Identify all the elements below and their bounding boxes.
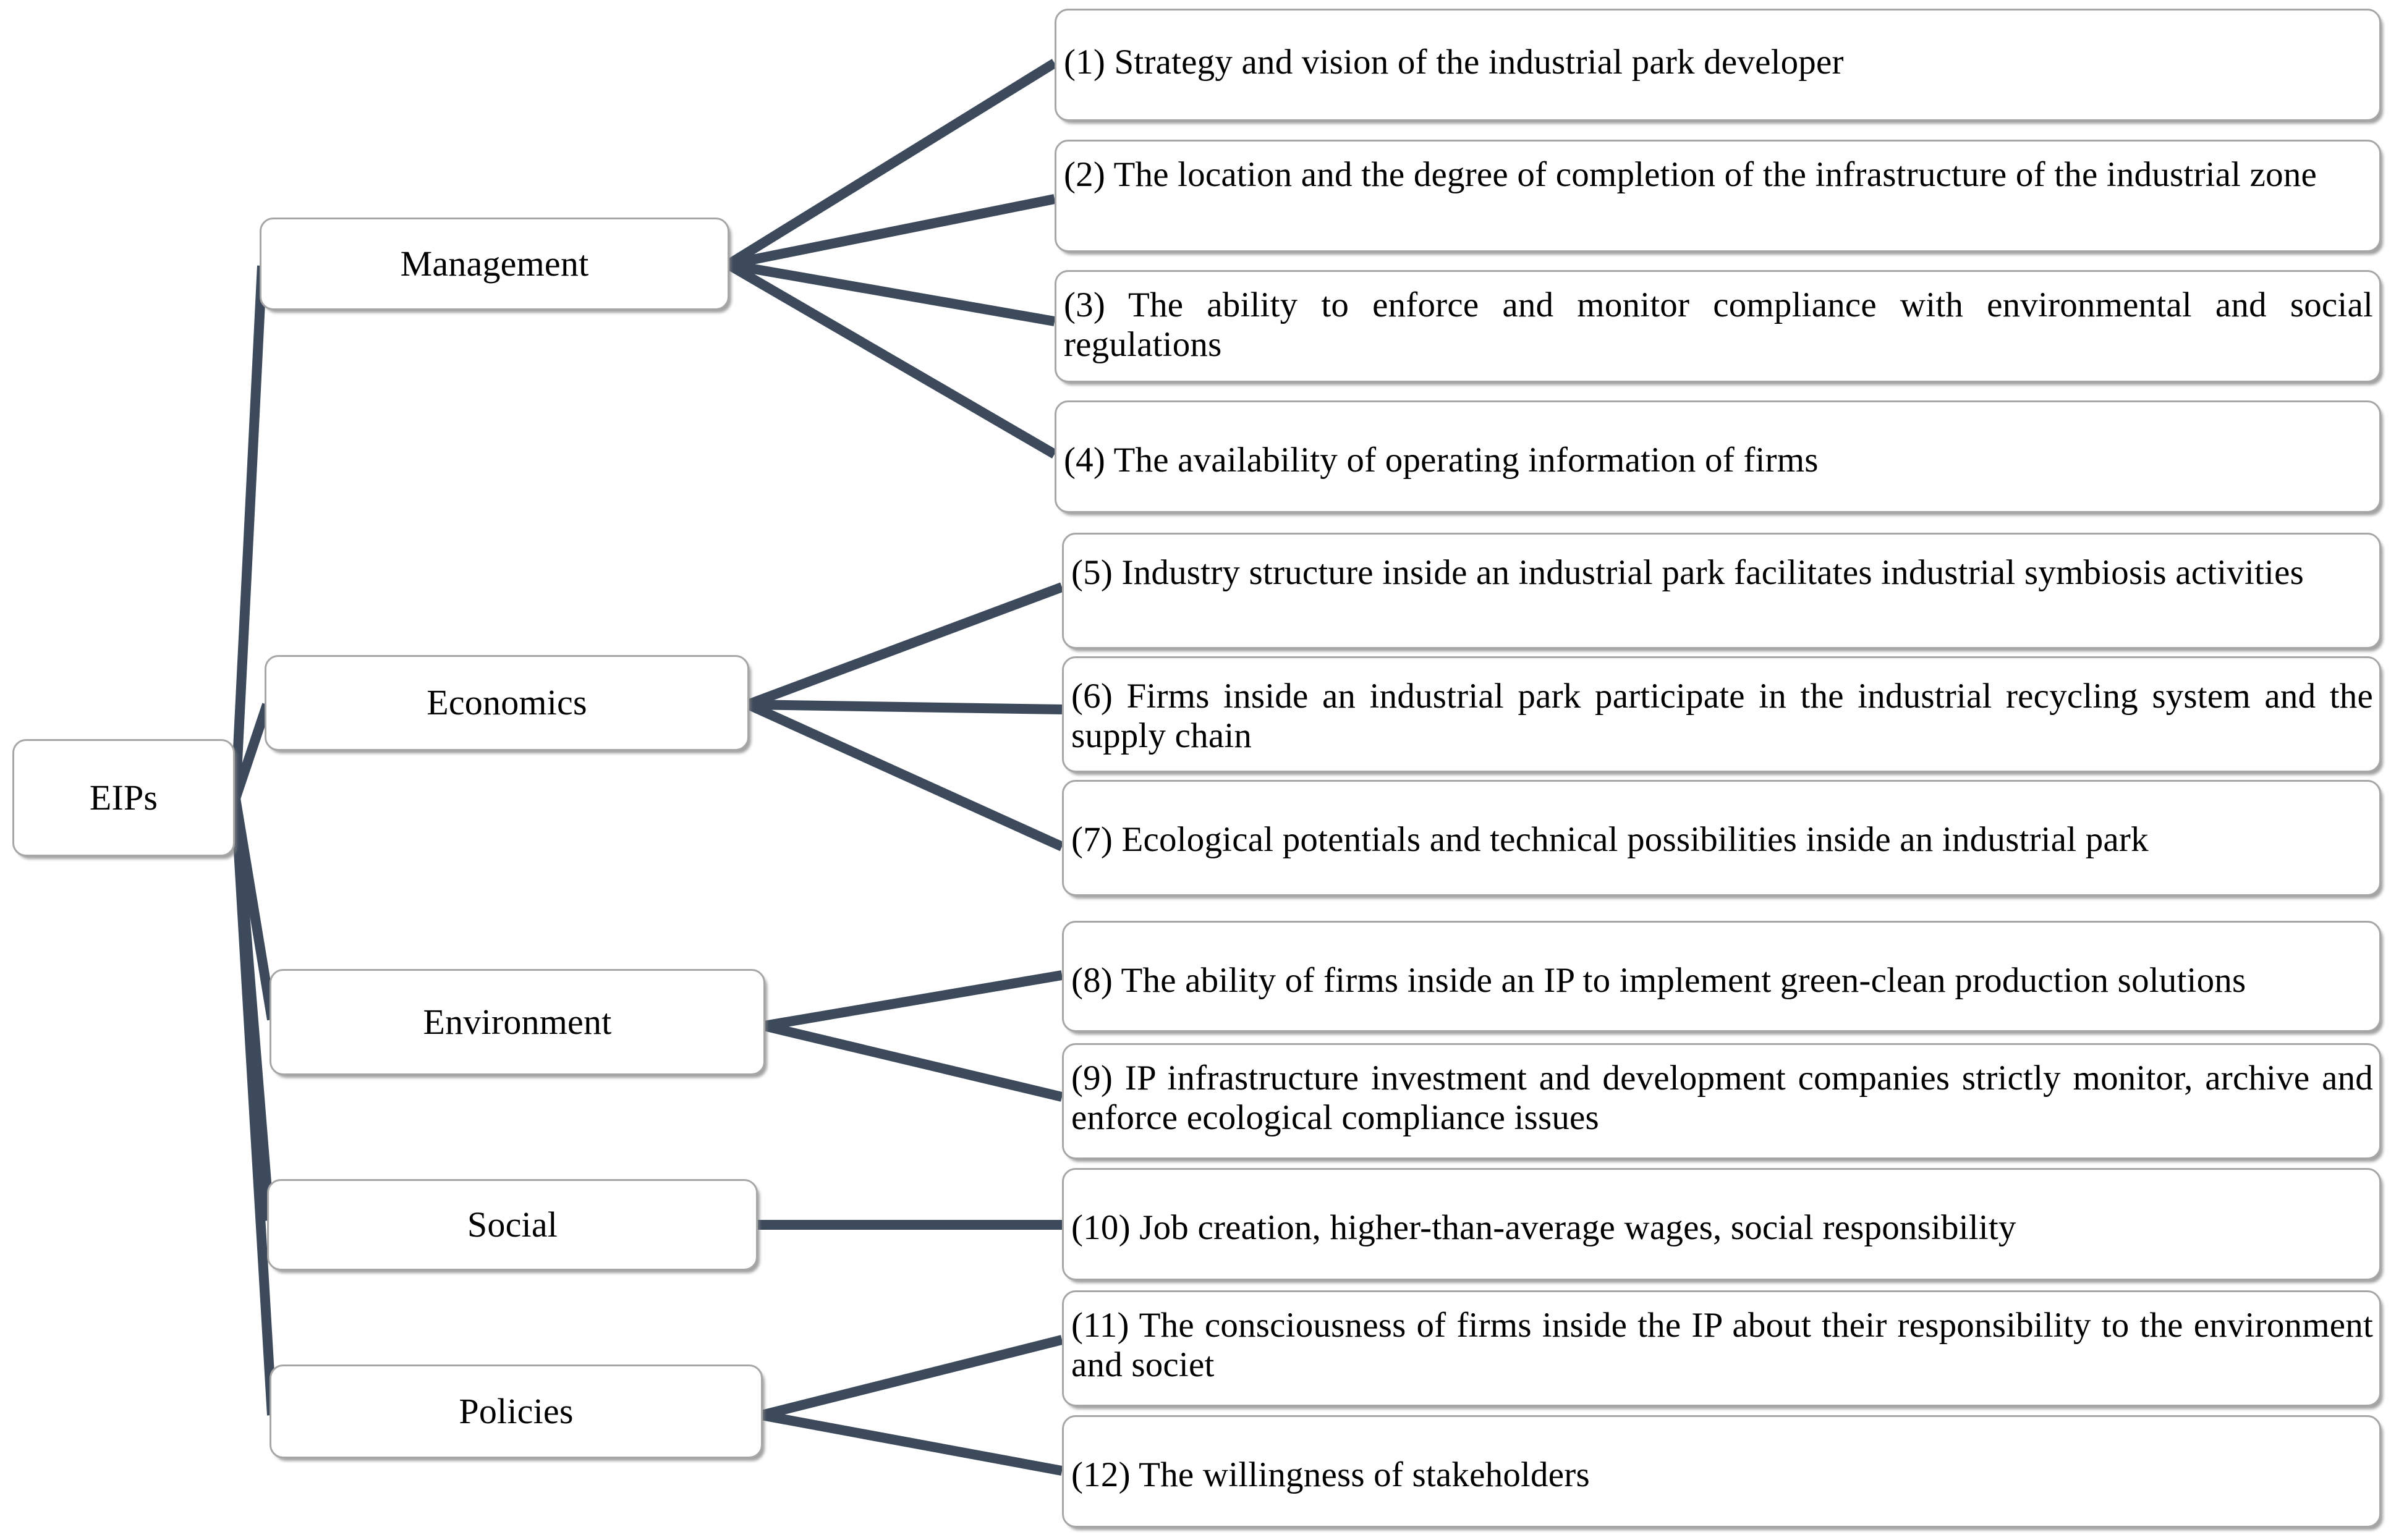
node-criterion-9-label: (9) IP infrastructure investment and dev… <box>1071 1059 2373 1137</box>
node-criterion-6-label: (6) Firms inside an industrial park part… <box>1071 677 2373 755</box>
link-environment-c9 <box>763 1021 1063 1102</box>
link-environment-c8 <box>763 970 1063 1031</box>
node-root-eips-label: EIPs <box>89 777 158 818</box>
node-criterion-11[interactable]: (11) The consciousness of firms inside t… <box>1062 1290 2381 1407</box>
node-criterion-9[interactable]: (9) IP infrastructure investment and dev… <box>1062 1043 2381 1159</box>
link-economics-c7 <box>745 700 1064 852</box>
link-management-c3 <box>727 260 1056 326</box>
node-criterion-3[interactable]: (3) The ability to enforce and monitor c… <box>1055 270 2381 383</box>
node-criterion-5[interactable]: (5) Industry structure inside an industr… <box>1062 533 2381 649</box>
node-category-social[interactable]: Social <box>267 1179 758 1271</box>
node-criterion-5-label: (5) Industry structure inside an industr… <box>1071 553 2304 592</box>
link-root-environment <box>231 797 277 1021</box>
node-category-economics-label: Economics <box>427 682 587 723</box>
link-management-c4 <box>725 260 1058 459</box>
node-criterion-8[interactable]: (8) The ability of firms inside an IP to… <box>1062 921 2381 1032</box>
link-policies-c11 <box>760 1335 1063 1420</box>
node-criterion-4-label: (4) The availability of operating inform… <box>1064 441 1819 480</box>
node-category-management-label: Management <box>400 243 589 284</box>
node-criterion-2[interactable]: (2) The location and the degree of compl… <box>1055 140 2381 252</box>
node-criterion-7-label: (7) Ecological potentials and technical … <box>1071 820 2149 859</box>
node-criterion-2-label: (2) The location and the degree of compl… <box>1064 155 2317 194</box>
node-criterion-1-label: (1) Strategy and vision of the industria… <box>1064 43 1844 82</box>
node-category-management[interactable]: Management <box>260 218 729 310</box>
link-management-c1 <box>725 59 1058 269</box>
node-root-eips[interactable]: EIPs <box>12 739 235 857</box>
node-category-environment-label: Environment <box>423 1001 612 1042</box>
link-economics-c5 <box>746 582 1064 709</box>
node-criterion-4[interactable]: (4) The availability of operating inform… <box>1055 400 2381 513</box>
node-category-policies[interactable]: Policies <box>270 1364 763 1458</box>
node-criterion-11-label: (11) The consciousness of firms inside t… <box>1071 1306 2373 1384</box>
link-economics-c6 <box>747 700 1063 714</box>
node-category-environment[interactable]: Environment <box>270 969 765 1075</box>
link-root-management <box>231 265 267 799</box>
link-root-policies <box>231 798 277 1416</box>
link-management-c2 <box>727 194 1056 269</box>
node-category-social-label: Social <box>467 1204 558 1245</box>
node-criterion-7[interactable]: (7) Ecological potentials and technical … <box>1062 780 2381 896</box>
node-criterion-10-label: (10) Job creation, higher-than-average w… <box>1071 1208 2016 1247</box>
node-criterion-8-label: (8) The ability of firms inside an IP to… <box>1071 961 2246 1000</box>
link-root-economics <box>231 703 272 800</box>
node-criterion-1[interactable]: (1) Strategy and vision of the industria… <box>1055 9 2381 121</box>
node-criterion-10[interactable]: (10) Job creation, higher-than-average w… <box>1062 1168 2381 1280</box>
node-category-policies-label: Policies <box>459 1390 574 1431</box>
link-root-social <box>231 798 274 1221</box>
node-category-economics[interactable]: Economics <box>265 655 749 751</box>
link-policies-c12 <box>760 1410 1063 1476</box>
node-criterion-3-label: (3) The ability to enforce and monitor c… <box>1064 286 2373 364</box>
node-criterion-6[interactable]: (6) Firms inside an industrial park part… <box>1062 656 2381 772</box>
node-criterion-12-label: (12) The willingness of stakeholders <box>1071 1455 1590 1494</box>
node-criterion-12[interactable]: (12) The willingness of stakeholders <box>1062 1415 2381 1528</box>
